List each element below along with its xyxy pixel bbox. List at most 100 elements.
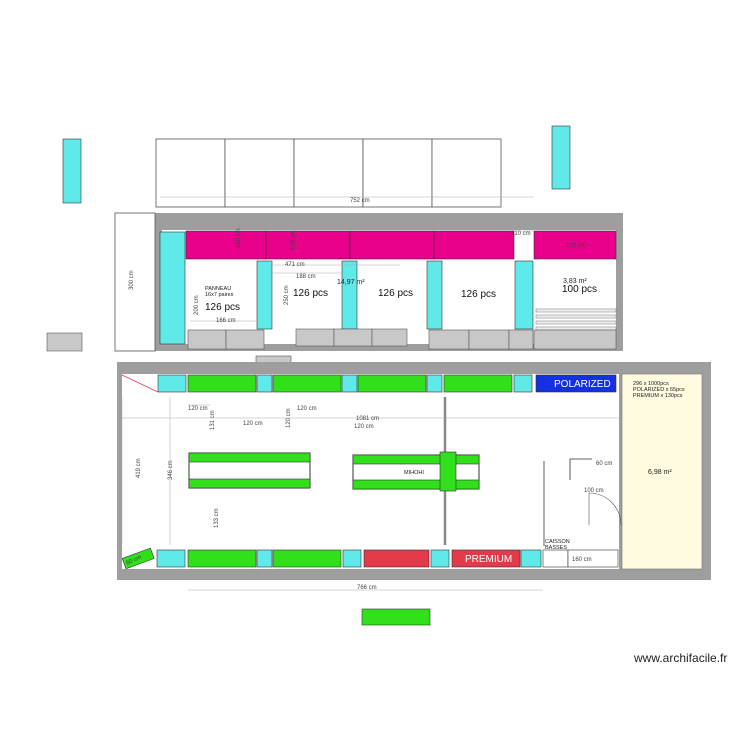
window-panel[interactable]: [293, 138, 364, 208]
zone-note: POLARIZED x 65pcs: [633, 387, 685, 393]
grey-box[interactable]: [533, 329, 617, 350]
magenta-shelf[interactable]: [349, 230, 435, 260]
door-swing[interactable]: [588, 492, 622, 526]
cyan-block-top-left[interactable]: [62, 138, 82, 204]
count-label: 100 pcs: [562, 284, 597, 295]
island-green[interactable]: [352, 479, 480, 490]
island-green[interactable]: [188, 452, 311, 463]
dim-346: 346 cm: [168, 460, 174, 480]
grey-box[interactable]: [333, 328, 373, 347]
cyan-column[interactable]: [426, 260, 443, 330]
green-shelf[interactable]: [272, 374, 342, 393]
dim-60: 60 cm: [596, 461, 612, 467]
storage-zone[interactable]: [621, 373, 703, 570]
shelf-line[interactable]: [535, 326, 617, 331]
grey-box[interactable]: [371, 328, 408, 347]
grey-box[interactable]: [428, 329, 470, 350]
magenta-shelf[interactable]: [533, 230, 617, 260]
cyan-unit[interactable]: [157, 374, 187, 393]
green-shelf[interactable]: [187, 549, 257, 568]
count-label: 126 pcs: [293, 288, 328, 299]
dim-100a: 100 cm: [236, 228, 242, 248]
bottom-room: 296 x 1000pcs POLARIZED x 65pcs PREMIUM …: [117, 362, 711, 580]
dim-766: 766 cm: [357, 585, 377, 591]
watermark: www.archifacile.fr: [633, 651, 727, 665]
cyan-column[interactable]: [514, 260, 534, 330]
grey-box-exterior[interactable]: [46, 332, 83, 352]
count-label: 126 pcs: [205, 302, 240, 313]
dim-200: 200 cm: [194, 295, 200, 315]
red-shelf[interactable]: [363, 549, 430, 568]
dim-419: 419 cm: [136, 458, 142, 478]
green-shelf-corner[interactable]: [121, 547, 155, 570]
grey-box[interactable]: [468, 329, 510, 350]
cyan-column[interactable]: [341, 260, 358, 330]
island-green[interactable]: [188, 478, 311, 489]
cyan-unit[interactable]: [513, 374, 533, 393]
count-label: 126 pcs: [461, 289, 496, 300]
dim-410: 410 cm: [511, 231, 531, 237]
green-shelf[interactable]: [443, 374, 513, 393]
dim-166: 166 cm: [216, 318, 236, 324]
shelf-line[interactable]: [535, 320, 617, 325]
green-block-exterior[interactable]: [361, 608, 431, 626]
dim-100: 100 cm: [584, 488, 604, 494]
cyan-unit[interactable]: [341, 374, 358, 393]
top-room: 300 cm 410 cm 178 cm: [114, 212, 623, 352]
cyan-unit[interactable]: [342, 549, 362, 568]
window-panel[interactable]: [224, 138, 295, 208]
dim-120c: 120 cm: [297, 406, 317, 412]
cyan-unit[interactable]: [430, 549, 450, 568]
dim-250: 250 cm: [284, 285, 290, 305]
cyan-column[interactable]: [159, 231, 186, 345]
premium-shelf[interactable]: [451, 549, 521, 568]
premium-label: PREMIUM: [465, 554, 512, 565]
cyan-unit[interactable]: [256, 374, 273, 393]
dim-160: 160 cm: [572, 557, 592, 563]
island-green-post[interactable]: [439, 451, 457, 492]
dim-188: 188 cm: [296, 274, 316, 280]
dim-752: 752 cm: [350, 198, 370, 204]
count-label: 126 pcs: [378, 288, 413, 299]
magenta-shelf[interactable]: [185, 230, 267, 260]
cyan-column[interactable]: [256, 260, 273, 330]
white-unit[interactable]: [567, 549, 619, 568]
dim-178: 178 cm: [566, 243, 586, 249]
dim-300: 300 cm: [129, 270, 135, 290]
magenta-shelf[interactable]: [265, 230, 351, 260]
door-area: 60 cm 100 cm CAISSON BASSES: [543, 458, 622, 551]
window-panel[interactable]: [362, 138, 433, 208]
shelf-line[interactable]: [535, 314, 617, 319]
dim-120a: 120 cm: [188, 406, 208, 412]
exterior-box-left[interactable]: [114, 212, 156, 352]
cyan-unit[interactable]: [256, 549, 273, 568]
magenta-shelf[interactable]: [433, 230, 515, 260]
mihohi-label: MIHOHI: [404, 470, 424, 476]
cyan-unit[interactable]: [426, 374, 443, 393]
zone-note: 296 x 1000pcs: [633, 381, 669, 387]
zone-note: PREMIUM x 130pcs: [633, 393, 683, 399]
red-diagonal: [121, 374, 159, 393]
grey-box[interactable]: [508, 329, 534, 350]
white-unit[interactable]: [542, 549, 569, 568]
polarized-shelf[interactable]: [535, 374, 617, 393]
grey-box[interactable]: [187, 329, 227, 350]
island-green[interactable]: [352, 454, 480, 465]
green-shelf[interactable]: [357, 374, 427, 393]
dim-100b: 100 cm: [291, 230, 297, 250]
window-panels: [155, 138, 502, 208]
cyan-block-top-right[interactable]: [551, 125, 571, 190]
window-panel[interactable]: [155, 138, 226, 208]
cyan-unit[interactable]: [520, 549, 542, 568]
dim-131: 131 cm: [210, 410, 216, 430]
grey-box[interactable]: [225, 329, 265, 350]
zone-area-label: 6,98 m²: [648, 469, 672, 476]
shelf-line[interactable]: [535, 308, 617, 313]
cyan-unit[interactable]: [156, 549, 186, 568]
area-main-label: 14,97 m²: [337, 279, 365, 286]
green-shelf[interactable]: [187, 374, 257, 393]
grey-box[interactable]: [295, 328, 335, 347]
window-panel[interactable]: [431, 138, 502, 208]
green-shelf[interactable]: [272, 549, 342, 568]
